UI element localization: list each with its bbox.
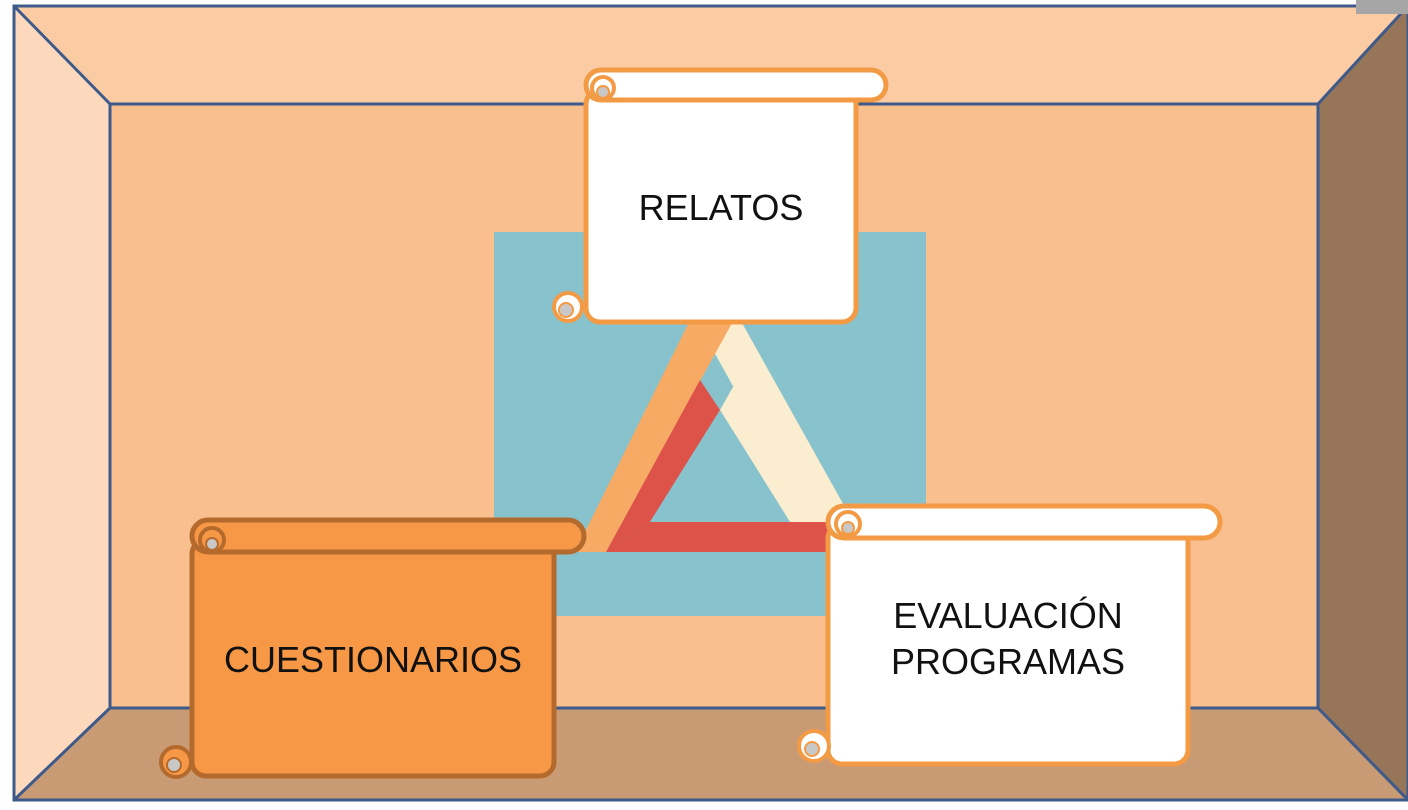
relatos-label[interactable]: RELATOS [638,187,804,228]
ceiling [14,6,1408,104]
evaluacion-label-line1: EVALUACIÓN [893,595,1123,636]
evaluacion-programas-scroll[interactable] [797,503,1223,767]
right-wall [1318,6,1408,800]
evaluacion-programas-label[interactable]: EVALUACIÓN PROGRAMAS [828,593,1188,685]
cuestionarios-scroll[interactable] [159,517,587,779]
corner-tab [1356,0,1408,14]
left-wall [14,6,110,800]
cuestionarios-label[interactable]: CUESTIONARIOS [223,639,523,680]
evaluacion-label-line2: PROGRAMAS [890,641,1126,682]
relatos-scroll[interactable] [552,67,889,325]
